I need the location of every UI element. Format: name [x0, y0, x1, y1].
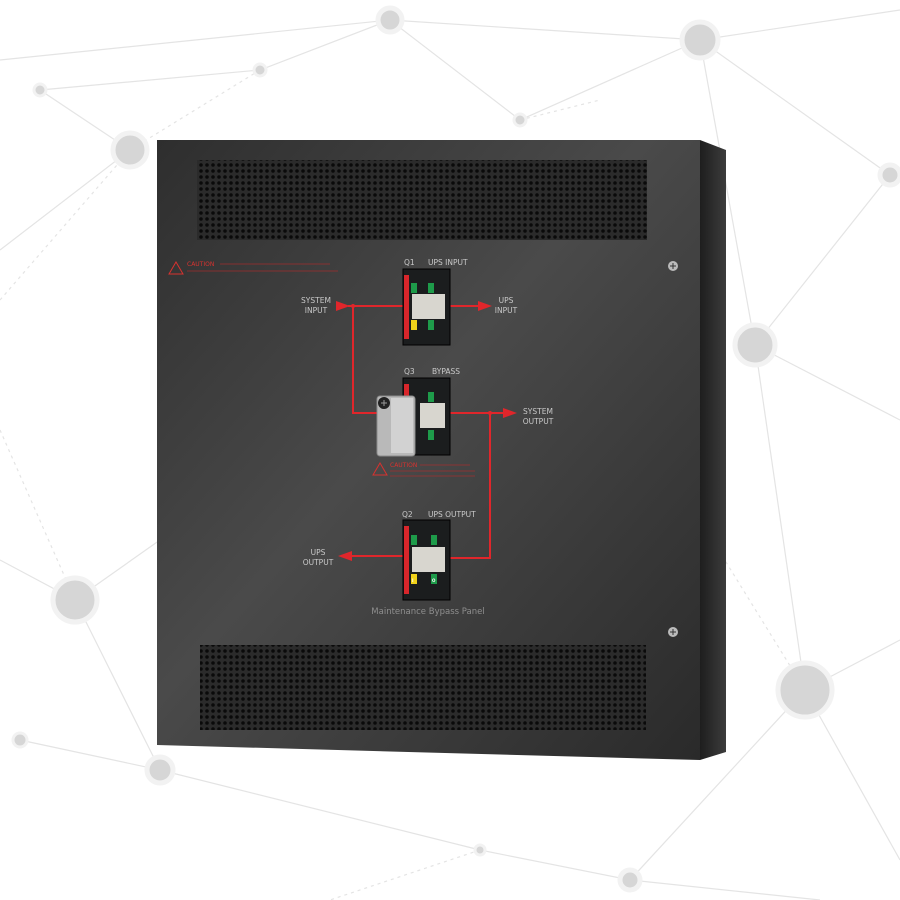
- system-input-label: SYSTEM: [301, 296, 331, 305]
- ups-input-label-2: INPUT: [495, 306, 518, 315]
- network-nodes: [11, 5, 900, 893]
- system-input-label-2: INPUT: [305, 306, 328, 315]
- screw-icon: [668, 261, 678, 271]
- breaker-toggle[interactable]: [420, 403, 445, 428]
- breaker-id: Q3: [404, 367, 415, 376]
- arrow-icons: [336, 301, 517, 561]
- breaker-toggle[interactable]: [412, 547, 445, 572]
- warning-icon: [372, 462, 388, 476]
- ups-input-label: UPS: [499, 296, 514, 305]
- breaker-toggle[interactable]: [412, 294, 445, 319]
- panel-title: Maintenance Bypass Panel: [371, 607, 484, 617]
- top-vent: [197, 160, 647, 240]
- breaker-q3[interactable]: Q3 BYPASS: [376, 367, 460, 457]
- ups-output-label: UPS: [311, 548, 326, 557]
- breaker-id: Q2: [402, 510, 413, 519]
- breaker-id: Q1: [404, 258, 415, 267]
- interlock-lock-plate[interactable]: [376, 395, 416, 457]
- caution-top: CAUTION: [168, 261, 338, 275]
- caution-text: CAUTION: [187, 261, 214, 268]
- system-output-label-2: OUTPUT: [523, 417, 554, 426]
- breaker-name: UPS OUTPUT: [428, 510, 476, 519]
- caution-middle: CAUTION: [372, 462, 475, 477]
- bottom-vent: [200, 645, 646, 730]
- breaker-name: BYPASS: [432, 367, 460, 376]
- ups-output-label-2: OUTPUT: [303, 558, 334, 567]
- off-mark: O: [432, 578, 436, 583]
- breaker-q1[interactable]: Q1 UPS INPUT: [402, 258, 468, 346]
- breaker-name: UPS INPUT: [428, 258, 468, 267]
- screw-icon: [668, 627, 678, 637]
- wiring-diagram: [348, 305, 505, 559]
- breaker-q2[interactable]: Q2 UPS OUTPUT I O: [402, 510, 476, 601]
- caution-text: CAUTION: [390, 462, 417, 469]
- on-mark: I: [412, 578, 414, 583]
- system-output-label: SYSTEM: [523, 407, 553, 416]
- cabinet-side: [700, 140, 726, 760]
- warning-icon: [168, 261, 184, 275]
